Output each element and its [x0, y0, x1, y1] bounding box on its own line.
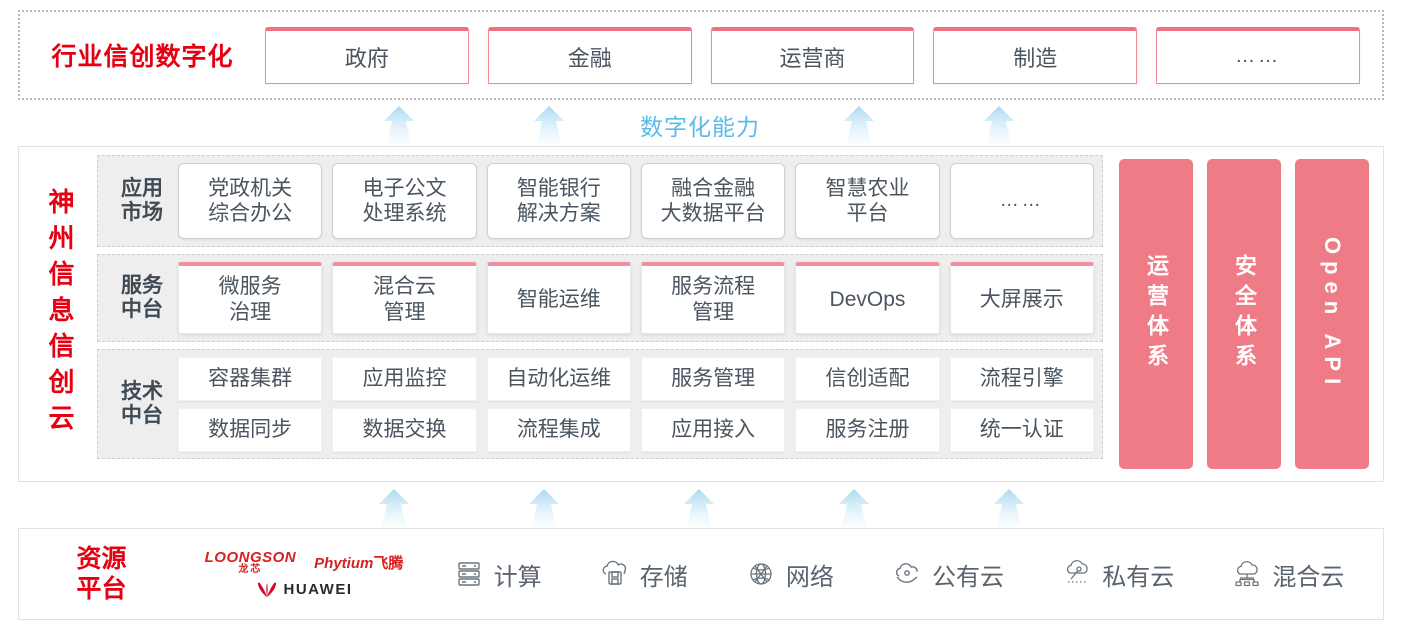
cell-app-access[interactable]: 应用接入 [640, 407, 786, 452]
industry-box-list: 政府 金融 运营商 制造 …… [265, 26, 1382, 84]
resource-item-label: 私有云 [1102, 563, 1175, 591]
cell-service-management[interactable]: 服务管理 [640, 356, 786, 401]
vendor-row-huawei: HUAWEI [256, 581, 353, 598]
industry-box-manufacturing[interactable]: 制造 [933, 26, 1138, 84]
cloud-pillars: 运营体系 安全体系 Open API [1103, 155, 1373, 473]
huawei-logo: HUAWEI [256, 581, 353, 598]
resource-item-label: 计算 [493, 563, 542, 591]
layer-app-market: 应用 市场 党政机关综合办公 电子公文处理系统 智能银行解决方案 融合金融大数据… [97, 155, 1103, 247]
pillar-operations-system[interactable]: 运营体系 [1119, 159, 1193, 469]
cell-finance-bigdata-platform[interactable]: 融合金融大数据平台 [640, 163, 786, 239]
resource-item-label: 存储 [639, 563, 688, 591]
up-arrow-icon [844, 106, 874, 144]
capability-label: 数字化能力 [640, 114, 760, 140]
cell-party-gov-office[interactable]: 党政机关综合办公 [178, 163, 323, 239]
tech-platform-cells: 容器集群 应用监控 自动化运维 服务管理 信创适配 流程引擎 数据同步 数据交换… [178, 356, 1094, 452]
service-platform-cells: 微服务治理 混合云管理 智能运维 服务流程管理 DevOps 大屏展示 [178, 262, 1094, 334]
industry-box-more[interactable]: …… [1156, 26, 1360, 84]
resource-item-label: 公有云 [932, 563, 1005, 591]
cell-xinchuang-adaptation[interactable]: 信创适配 [795, 356, 940, 401]
app-market-cells: 党政机关综合办公 电子公文处理系统 智能银行解决方案 融合金融大数据平台 智慧农… [178, 163, 1094, 239]
vendor-row-chips: LOONGSON 龙芯 Phytium飞腾 [205, 550, 404, 575]
cloud-title: 神州信息信创云 [19, 147, 95, 481]
cell-data-sync[interactable]: 数据同步 [178, 407, 323, 452]
cell-app-market-more[interactable]: …… [949, 163, 1094, 239]
server-icon [457, 562, 480, 586]
capability-arrow-band: 数字化能力 [0, 100, 1402, 144]
up-arrow-icon [529, 489, 559, 527]
hybrid-cloud-icon [1235, 561, 1260, 587]
cell-edoc-system[interactable]: 电子公文处理系统 [332, 163, 477, 239]
cell-unified-auth[interactable]: 统一认证 [949, 407, 1094, 452]
tech-platform-row: 数据同步 数据交换 流程集成 应用接入 服务注册 统一认证 [178, 407, 1094, 452]
up-arrow-icon [994, 489, 1024, 527]
resource-item-network[interactable]: 网络 [745, 557, 834, 592]
up-arrow-icon [839, 489, 869, 527]
phytium-logo: Phytium飞腾 [314, 555, 404, 572]
tech-platform-row: 容器集群 应用监控 自动化运维 服务管理 信创适配 流程引擎 [178, 356, 1094, 401]
resource-platform-panel: 资源 平台 LOONGSON 龙芯 Phytium飞腾 [18, 528, 1384, 620]
industry-band: 行业信创数字化 政府 金融 运营商 制造 …… [18, 10, 1384, 100]
network-icon [750, 563, 772, 585]
cell-hybrid-cloud-management[interactable]: 混合云管理 [332, 262, 477, 334]
pillar-open-api[interactable]: Open API [1295, 159, 1369, 469]
cloud-title-text: 神州信息信创云 [45, 188, 75, 440]
cell-process-integration[interactable]: 流程集成 [486, 407, 631, 452]
layer-service-platform: 服务 中台 微服务治理 混合云管理 智能运维 服务流程管理 DevOps 大屏展… [97, 254, 1103, 342]
industry-box-finance[interactable]: 金融 [487, 26, 692, 84]
up-arrow-icon [384, 106, 414, 144]
resource-item-public-cloud[interactable]: 公有云 [891, 557, 1004, 592]
private-cloud-icon [1067, 560, 1088, 583]
layer-tech-platform-label: 技术 中台 [121, 379, 163, 427]
cell-automated-ops[interactable]: 自动化运维 [486, 356, 631, 401]
cell-service-registry[interactable]: 服务注册 [795, 407, 940, 452]
cloud-layers: 应用 市场 党政机关综合办公 电子公文处理系统 智能银行解决方案 融合金融大数据… [97, 155, 1103, 473]
layer-tech-platform: 技术 中台 容器集群 应用监控 自动化运维 服务管理 信创适配 流程引擎 [97, 349, 1103, 459]
resource-item-storage[interactable]: 存储 [599, 557, 688, 592]
cell-large-screen-display[interactable]: 大屏展示 [949, 262, 1094, 334]
pillar-security-system[interactable]: 安全体系 [1207, 159, 1281, 469]
cloud-storage-icon [602, 560, 626, 585]
resource-item-compute[interactable]: 计算 [453, 557, 542, 592]
resource-arrow-band [0, 483, 1402, 527]
loongson-logo: LOONGSON 龙芯 [204, 549, 297, 575]
resource-item-label: 混合云 [1272, 563, 1345, 591]
cell-smart-agriculture-platform[interactable]: 智慧农业平台 [795, 163, 940, 239]
huawei-flower-icon [257, 582, 276, 597]
vendor-logo-group: LOONGSON 龙芯 Phytium飞腾 HUAWEI [184, 550, 424, 598]
public-cloud-icon [895, 563, 918, 583]
layer-service-platform-label: 服务 中台 [121, 273, 163, 321]
resource-platform-title: 资源 平台 [76, 545, 127, 603]
industry-title: 行业信创数字化 [51, 43, 234, 71]
up-arrow-icon [984, 106, 1014, 144]
resource-item-label: 网络 [785, 563, 834, 591]
up-arrow-icon [684, 489, 714, 527]
huawei-wordmark: HUAWEI [283, 581, 353, 598]
cell-data-exchange[interactable]: 数据交换 [332, 407, 477, 452]
cell-process-engine[interactable]: 流程引擎 [949, 356, 1094, 401]
up-arrow-icon [534, 106, 564, 144]
cell-devops[interactable]: DevOps [795, 262, 940, 334]
cell-microservice-governance[interactable]: 微服务治理 [178, 262, 323, 334]
cell-intelligent-ops[interactable]: 智能运维 [486, 262, 631, 334]
cell-app-monitoring[interactable]: 应用监控 [332, 356, 477, 401]
industry-box-telecom[interactable]: 运营商 [710, 26, 915, 84]
cell-smart-bank-solution[interactable]: 智能银行解决方案 [486, 163, 631, 239]
cell-container-cluster[interactable]: 容器集群 [178, 356, 323, 401]
cell-service-process-management[interactable]: 服务流程管理 [640, 262, 786, 334]
resource-item-hybrid-cloud[interactable]: 混合云 [1231, 557, 1344, 592]
up-arrow-icon [379, 489, 409, 527]
cloud-body: 应用 市场 党政机关综合办公 电子公文处理系统 智能银行解决方案 融合金融大数据… [95, 147, 1383, 481]
layer-app-market-label: 应用 市场 [121, 176, 163, 224]
resource-item-list: 计算 存储 网络 [424, 557, 1383, 592]
resource-item-private-cloud[interactable]: 私有云 [1061, 557, 1174, 592]
industry-box-government[interactable]: 政府 [265, 26, 469, 84]
cloud-panel: 神州信息信创云 应用 市场 党政机关综合办公 电子公文处理系统 智能银行解决方案… [18, 146, 1384, 482]
